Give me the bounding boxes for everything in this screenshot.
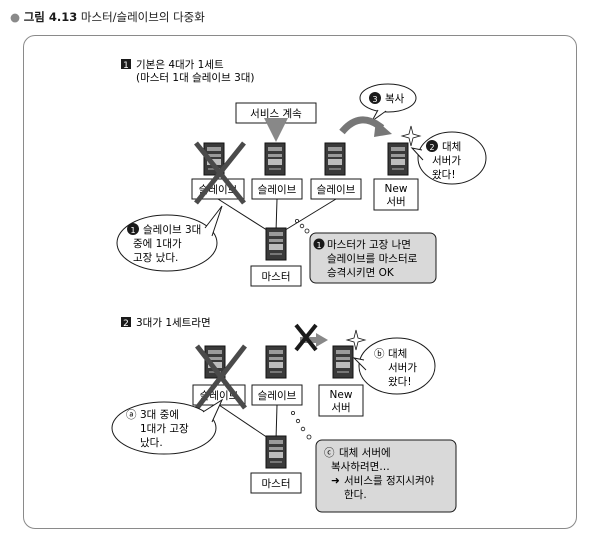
svg-text:3대 중에: 3대 중에 <box>140 409 179 421</box>
replacement-bubble-2: ⓑ 대체 서버가 왔다! <box>352 337 436 395</box>
slave-2: 슬레이브 <box>251 142 303 200</box>
svg-text:New: New <box>330 389 353 401</box>
failure-cross-icon <box>194 141 246 205</box>
svg-text:2: 2 <box>429 143 434 152</box>
replacement-bubble-1: 2 대체 서버가 왔다! <box>410 131 487 185</box>
svg-text:한다.: 한다. <box>344 489 367 501</box>
blocked-copy-cross-icon <box>294 323 318 352</box>
new-server-1: New 서버 <box>373 142 419 211</box>
promote-note: 1 마스터가 고장 나면 슬레이브를 마스터로 승격시키면 OK <box>309 232 437 284</box>
svg-text:슬레이브: 슬레이브 <box>258 184 297 196</box>
svg-text:마스터: 마스터 <box>262 478 291 490</box>
svg-text:슬레이브: 슬레이브 <box>317 184 356 196</box>
sparkle-icon <box>400 125 422 147</box>
svg-text:복사: 복사 <box>385 93 405 105</box>
svg-text:복사하려면…: 복사하려면… <box>331 460 390 473</box>
failure-bubble-2: ⓐ 3대 중에 1대가 고장 났다. <box>111 398 224 455</box>
copy-stop-note: ⓒ 대체 서버에 복사하려면… ➜ 서비스를 정지시켜야 한다. <box>315 439 457 513</box>
svg-text:서버: 서버 <box>386 196 405 208</box>
svg-text:슬레이브를 마스터로: 슬레이브를 마스터로 <box>327 253 418 265</box>
svg-text:3대가 1세트라면: 3대가 1세트라면 <box>136 317 211 329</box>
svg-text:서비스를 정지시켜야: 서비스를 정지시켜야 <box>344 474 435 487</box>
svg-text:대체 서버에: 대체 서버에 <box>339 447 391 459</box>
svg-text:1: 1 <box>123 61 129 71</box>
slave-2-2: 슬레이브 <box>251 345 303 406</box>
section1-heading-line1: 기본은 4대가 1세트 <box>136 59 224 71</box>
svg-text:서버가: 서버가 <box>432 155 461 167</box>
svg-text:1: 1 <box>130 226 135 235</box>
service-continue-box: 서비스 계속 <box>235 102 317 142</box>
svg-text:1대가 고장: 1대가 고장 <box>140 423 189 435</box>
svg-text:서버가: 서버가 <box>388 362 417 374</box>
copy-bubble: 3 복사 <box>359 83 417 122</box>
svg-text:서버: 서버 <box>331 402 350 414</box>
svg-text:슬레이브: 슬레이브 <box>258 390 297 402</box>
svg-text:왔다!: 왔다! <box>432 169 456 181</box>
caption-label: 그림 4.13 <box>23 10 78 24</box>
svg-text:슬레이브 3대: 슬레이브 3대 <box>143 224 201 236</box>
section1-heading-line2: (마스터 1대 슬레이브 3대) <box>136 72 255 84</box>
svg-text:ⓒ: ⓒ <box>324 447 335 459</box>
svg-text:왔다!: 왔다! <box>388 376 412 388</box>
svg-text:대체: 대체 <box>442 141 461 153</box>
svg-text:3: 3 <box>372 95 377 104</box>
failure-cross-icon-2 <box>195 344 247 410</box>
svg-text:마스터가 고장 나면: 마스터가 고장 나면 <box>327 239 411 251</box>
svg-text:중에 1대가: 중에 1대가 <box>133 238 182 250</box>
svg-text:2: 2 <box>123 319 129 329</box>
master-1: 마스터 <box>250 227 302 287</box>
svg-text:났다.: 났다. <box>140 437 163 449</box>
new-server-2: New 서버 <box>318 345 364 417</box>
section2-heading: 2 3대가 1세트라면 <box>121 317 211 329</box>
section1-links <box>217 198 337 233</box>
svg-text:1: 1 <box>316 241 321 250</box>
slave-3: 슬레이브 <box>310 142 362 200</box>
svg-text:승격시키면 OK: 승격시키면 OK <box>327 266 395 279</box>
section1-heading: 1 기본은 4대가 1세트 (마스터 1대 슬레이브 3대) <box>121 59 255 84</box>
sparkle-icon-2 <box>345 329 367 351</box>
svg-text:ⓑ: ⓑ <box>374 348 385 360</box>
svg-text:New: New <box>385 183 408 195</box>
svg-text:ⓐ: ⓐ <box>126 409 137 421</box>
arrow-right-icon: ➜ <box>331 475 340 487</box>
master-2: 마스터 <box>250 435 302 494</box>
svg-text:마스터: 마스터 <box>262 271 291 283</box>
svg-text:서비스 계속: 서비스 계속 <box>250 108 302 120</box>
svg-text:고장 났다.: 고장 났다. <box>133 252 178 264</box>
caption-title: 마스터/슬레이브의 다중화 <box>80 10 205 24</box>
bullet-icon: ● <box>10 10 21 24</box>
svg-text:대체: 대체 <box>388 348 407 360</box>
figure-caption: ● 그림 4.13 마스터/슬레이브의 다중화 <box>10 9 205 25</box>
failure-bubble-1: 1 슬레이브 3대 중에 1대가 고장 났다. <box>116 205 223 272</box>
